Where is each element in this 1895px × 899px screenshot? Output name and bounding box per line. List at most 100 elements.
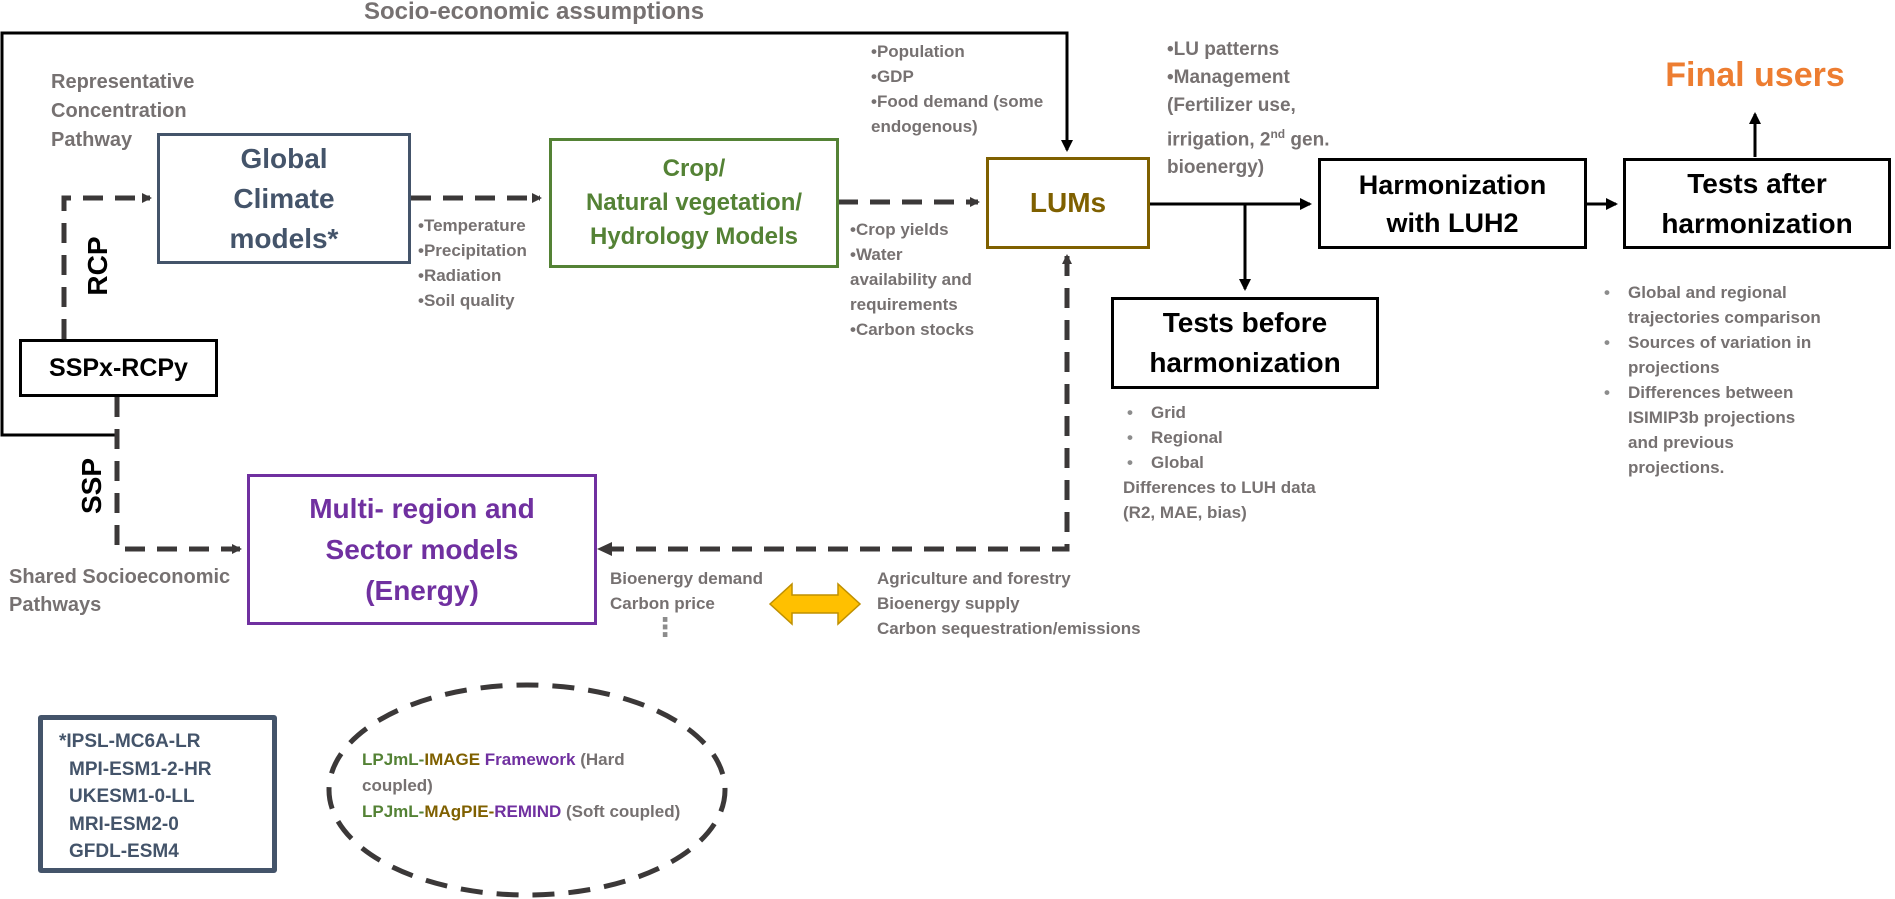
note-line: irrigation, 2nd gen.: [1167, 120, 1329, 154]
note-line: •Food demand (some: [871, 92, 1044, 111]
note-line: projections.: [1628, 458, 1725, 477]
tests-before-title-line: Tests before: [1162, 307, 1328, 338]
ssp-long-line: Pathways: [9, 594, 102, 616]
land-outputs-note: Agriculture and forestry Bioenergy suppl…: [877, 566, 1141, 641]
ssp-vertical-label: SSP: [76, 457, 107, 515]
note-line: Differences between: [1628, 383, 1794, 402]
lums-energy-dashed-connector: [604, 254, 1072, 552]
note-line: •Soil quality: [418, 291, 515, 310]
note-line: ISIMIP3b projections: [1628, 408, 1796, 427]
framework-segment-energy: Framework: [484, 750, 581, 769]
note-line: Carbon price: [610, 594, 715, 613]
lums-title: LUMs: [1029, 187, 1107, 218]
note-line: •Crop yields: [850, 220, 949, 239]
tests-after-title-line: Tests after: [1687, 167, 1827, 199]
note-line: •Radiation: [418, 266, 502, 285]
framework-segment-lums: IMAGE: [424, 750, 485, 769]
note-line: Bioenergy supply: [877, 594, 1020, 613]
ellipsis-icon: ⋮: [652, 612, 678, 642]
global-climate-models-box[interactable]: Global Climate models*: [157, 133, 411, 264]
note-line: (Fertilizer use,: [1167, 95, 1296, 116]
tests-before-item: Global: [1123, 450, 1316, 475]
double-arrow-icon: [768, 582, 862, 626]
note-line: Agriculture and forestry: [877, 569, 1071, 588]
framework-segment-gray: (Soft coupled): [566, 802, 681, 821]
tests-after-title-line: harmonization: [1661, 207, 1853, 239]
crop-title-line: Hydrology Models: [589, 223, 799, 250]
note-line: •Precipitation: [418, 241, 527, 260]
tests-after-item: Sources of variation in projections: [1600, 330, 1821, 380]
socio-economic-connector: [0, 31, 1073, 437]
framework-segment-gray: (Hard: [580, 750, 625, 769]
note-line: and previous: [1628, 433, 1734, 452]
crop-outputs-note: •Crop yields •Water availability and req…: [850, 217, 974, 342]
note-fragment: irrigation, 2: [1167, 129, 1271, 151]
note-line: •LU patterns: [1167, 39, 1280, 60]
gcm-list-item: UKESM1-0-LL: [69, 786, 195, 807]
gcm-title-line: Climate: [233, 182, 335, 214]
harmonization-box[interactable]: Harmonization with LUH2: [1318, 158, 1587, 249]
tests-before-note: Grid Regional Global Differences to LUH …: [1123, 400, 1316, 525]
ssp-long-line: Shared Socioeconomic: [9, 566, 231, 588]
sspx-title: SSPx-RCPy: [49, 353, 188, 382]
tests-before-title-line: harmonization: [1149, 347, 1341, 378]
energy-title-line: Multi- region and: [309, 493, 535, 524]
superscript: nd: [1270, 127, 1286, 141]
note-line: •Water: [850, 245, 903, 264]
harmonization-title-line: with LUH2: [1386, 207, 1519, 238]
note-line: trajectories comparison: [1628, 308, 1821, 327]
note-line: Carbon sequestration/emissions: [877, 619, 1141, 638]
gcm-title-line: Global: [240, 142, 328, 174]
gcm-list-item: *IPSL-MC6A-LR: [59, 731, 201, 752]
note-line: projections: [1628, 358, 1720, 377]
framework-line-2: coupled): [362, 776, 433, 795]
energy-title-line: (Energy): [365, 575, 479, 606]
framework-line-1: LPJmL-IMAGE Framework (Hard: [362, 747, 680, 773]
note-fragment: gen.: [1285, 129, 1330, 151]
rcp-dashed-connector: [61, 193, 152, 339]
tests-before-item: Regional: [1123, 425, 1316, 450]
tests-before-item: Grid: [1123, 400, 1316, 425]
note-line: Differences to LUH data: [1123, 478, 1316, 497]
note-line: Sources of variation in: [1628, 333, 1812, 352]
rcp-long-label: Representative Concentration Pathway: [51, 68, 194, 155]
rcp-long-line: Representative: [51, 71, 195, 93]
framework-segment-crop: LPJmL-: [362, 750, 425, 769]
gcm-list-item: MRI-ESM2-0: [69, 813, 179, 835]
tests-before-harmonization-box[interactable]: Tests before harmonization: [1111, 297, 1379, 389]
rcp-long-line: Pathway: [51, 129, 133, 151]
note-line: •Population: [871, 42, 965, 61]
crop-title-line: Natural vegetation/: [585, 189, 803, 216]
tests-after-harmonization-box[interactable]: Tests after harmonization: [1623, 158, 1891, 249]
note-line: availability and: [850, 270, 972, 289]
ssp-long-label: Shared Socioeconomic Pathways: [9, 563, 230, 619]
note-line: endogenous): [871, 117, 978, 136]
multi-region-sector-models-box[interactable]: Multi- region and Sector models (Energy): [247, 474, 597, 625]
framework-segment-energy: REMIND: [494, 802, 567, 821]
note-line: requirements: [850, 295, 958, 314]
harmonization-title-line: Harmonization: [1358, 169, 1547, 200]
note-line: •Temperature: [418, 216, 526, 235]
ssp-dashed-connector: [114, 397, 242, 554]
tests-after-note: Global and regional trajectories compari…: [1600, 280, 1821, 480]
crop-vegetation-hydrology-box[interactable]: Crop/ Natural vegetation/ Hydrology Mode…: [549, 138, 839, 268]
frameworks-text: LPJmL-IMAGE Framework (Hard coupled) LPJ…: [362, 747, 680, 825]
note-line: •Carbon stocks: [850, 320, 975, 339]
framework-line-3: LPJmL-MAgPIE-REMIND (Soft coupled): [362, 799, 680, 825]
sspx-rcpy-box[interactable]: SSPx-RCPy: [19, 339, 218, 397]
lum-outputs-note: •LU patterns •Management (Fertilizer use…: [1167, 36, 1329, 182]
gcm-list-item: GFDL-ESM4: [69, 841, 179, 862]
lums-box[interactable]: LUMs: [986, 157, 1150, 249]
crop-title-line: Crop/: [662, 155, 726, 182]
note-line: •Management: [1167, 67, 1290, 88]
note-line: Bioenergy demand: [610, 569, 764, 588]
framework-segment-crop: LPJmL-: [362, 802, 425, 821]
rcp-long-line: Concentration: [51, 100, 187, 122]
energy-outputs-note: Bioenergy demand Carbon price: [610, 566, 763, 616]
socio-variables-note: •Population •GDP •Food demand (some endo…: [871, 39, 1043, 139]
arrowhead-into-energy: [597, 542, 612, 556]
energy-title-line: Sector models: [325, 534, 519, 565]
note-line: (R2, MAE, bias): [1123, 503, 1247, 522]
note-line: bioenergy): [1167, 157, 1265, 179]
